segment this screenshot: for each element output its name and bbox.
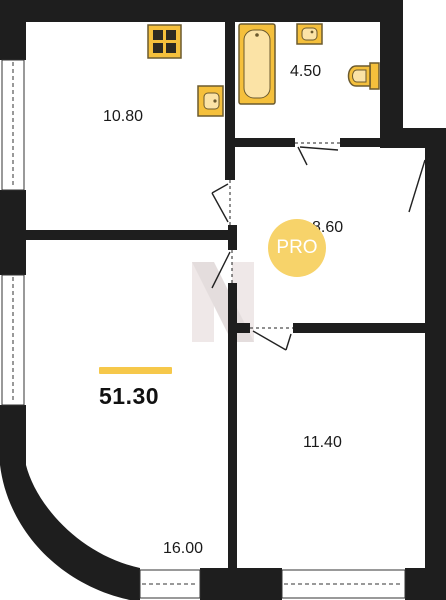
door-living [211, 250, 233, 289]
wall-hall-column [228, 283, 237, 340]
bedroom-area-label: 11.40 [303, 434, 342, 451]
wall-right [425, 128, 446, 600]
wall-kitchen-bath [225, 0, 235, 180]
bathtub-icon [238, 23, 276, 105]
wall-left-mid [0, 190, 26, 275]
wall-bottom-right [405, 568, 446, 600]
pro-badge-label: PRO [276, 237, 318, 258]
living-room-area-label: 16.00 [163, 540, 204, 557]
wall-top [0, 0, 403, 22]
wall-living-bedroom [228, 340, 237, 572]
watermark-logo [192, 262, 254, 342]
wall-hall-stub [228, 225, 237, 250]
wall-bath-hall-left [225, 138, 295, 147]
toilet-icon [347, 62, 380, 90]
wall-hall-bedroom-stub [232, 323, 250, 333]
stove-icon [147, 24, 182, 59]
wall-right-stub [425, 150, 433, 158]
total-area-accent-bar [99, 367, 172, 374]
pro-badge: PRO [268, 219, 326, 277]
doors [211, 142, 430, 351]
total-area-label: 51.30 [99, 383, 160, 409]
wall-kitchen-living [22, 230, 232, 240]
wall-curve [0, 465, 140, 600]
washbasin-icon [296, 23, 323, 45]
wall-bath-hall-right [340, 138, 430, 147]
wall-bottom-mid [200, 568, 282, 600]
door-bathroom [295, 142, 340, 166]
bathroom-area-label: 4.50 [290, 63, 322, 80]
sink-icon [197, 85, 224, 117]
wall-left-top [0, 0, 26, 60]
windows [1, 59, 406, 599]
kitchen-area-label: 10.80 [103, 108, 144, 125]
wall-hall-bedroom [293, 323, 433, 333]
door-kitchen [211, 180, 231, 225]
door-bedroom [250, 327, 293, 351]
door-right [408, 158, 430, 215]
wall-left-lower [0, 405, 26, 465]
wall-top-right [380, 0, 403, 138]
